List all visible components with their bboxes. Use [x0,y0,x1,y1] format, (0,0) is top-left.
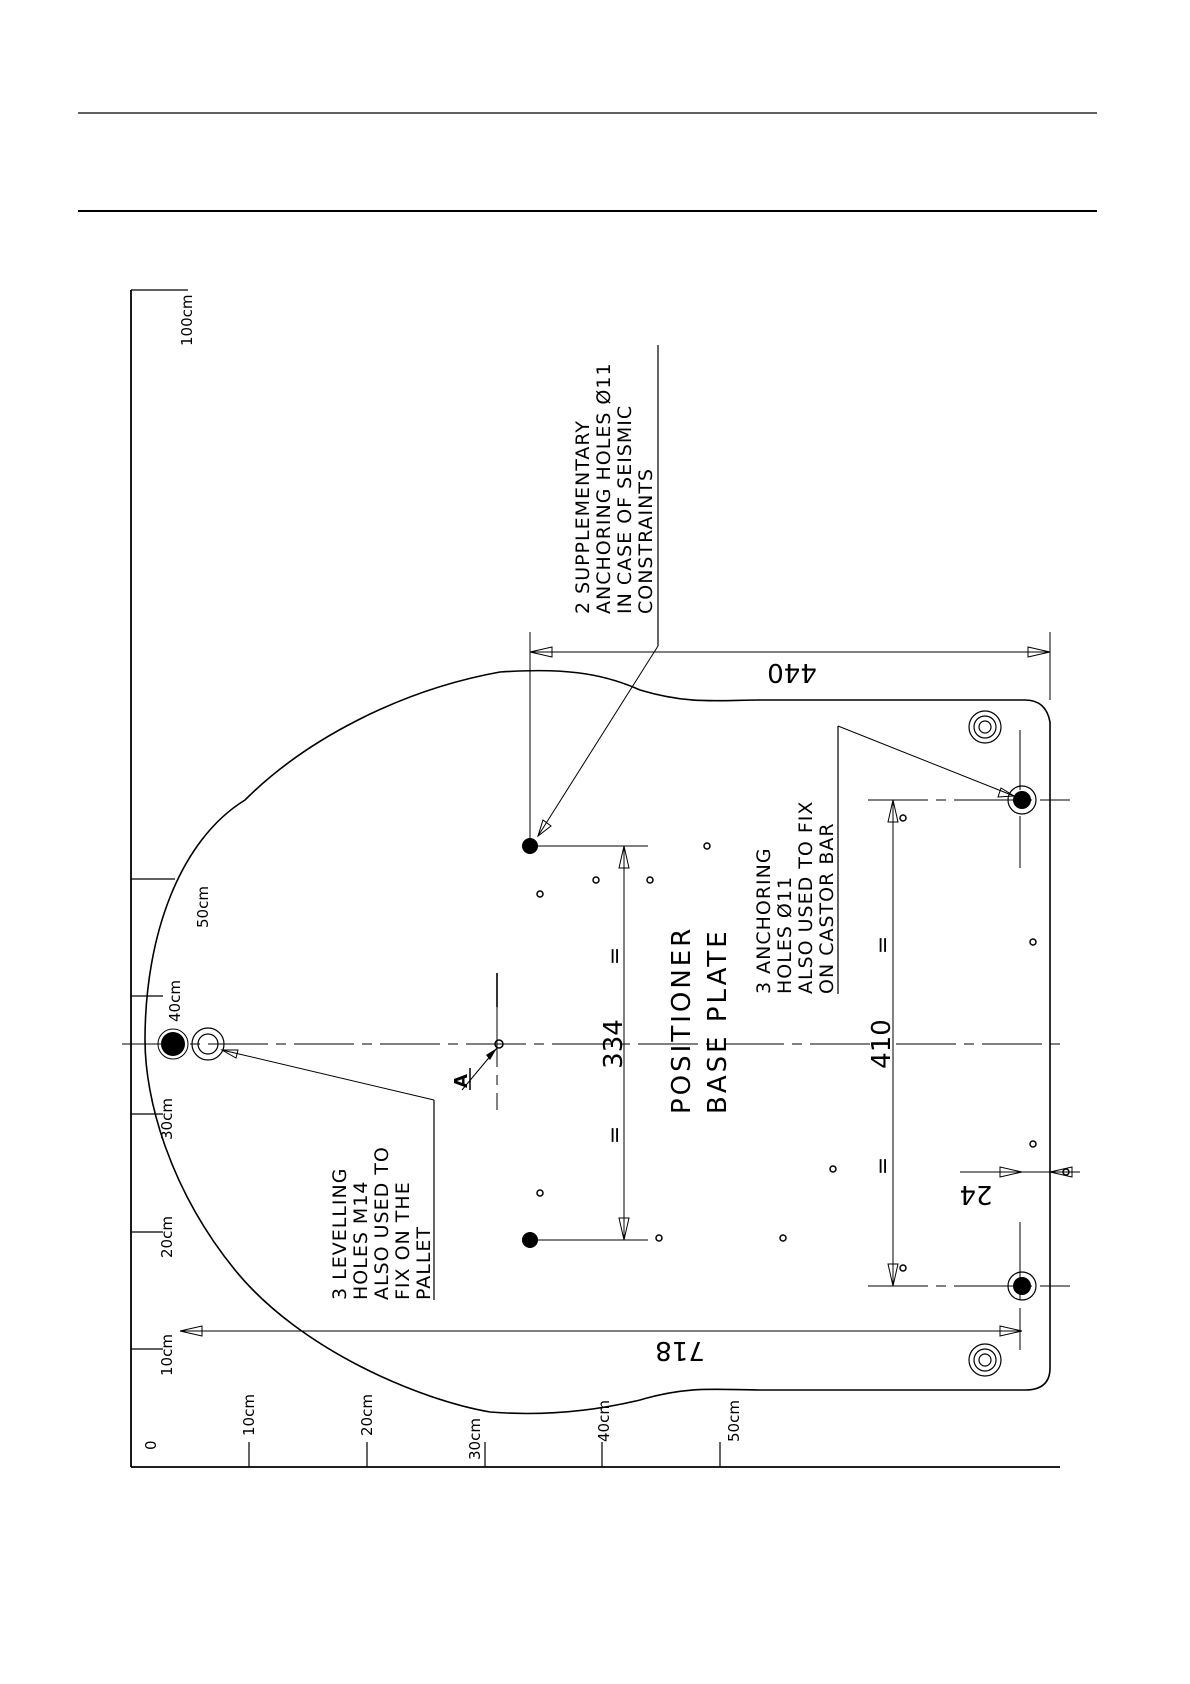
note-supplementary-line-4: CONSTRAINTS [635,468,657,614]
dim-718-label: 718 [655,1335,705,1365]
dim-334-equal-top: = [603,947,628,965]
note-levelling: 3 LEVELLING HOLES M14 ALSO USED TO FIX O… [222,1050,435,1300]
base-plate-outline [145,671,1050,1414]
note-anchoring-line-3: ALSO USED TO FIX [795,801,817,994]
levelling-hole-top [969,711,1001,743]
supplementary-hole-bottom [522,1232,538,1248]
dim-440-label: 440 [767,657,817,687]
title-line-1: POSITIONER [667,926,697,1114]
title-line-2: BASE PLATE [703,928,733,1114]
scale-h-50cm: 50cm [725,1400,743,1442]
levelling-hole-bottom [969,1344,1001,1376]
note-anchoring-line-2: HOLES Ø11 [774,876,796,994]
scale-h-20cm: 20cm [358,1394,376,1436]
note-levelling-line-4: FIX ON THE [392,1181,414,1300]
dim-24 [960,1167,1080,1177]
note-supplementary: 2 SUPPLEMENTARY ANCHORING HOLES Ø11 IN C… [538,345,658,836]
note-levelling-line-1: 3 LEVELLING [329,1168,351,1300]
note-supplementary-line-3: IN CASE OF SEISMIC [614,405,636,614]
scale-h-0: 0 [142,1440,160,1450]
note-anchoring-line-4: ON CASTOR BAR [816,822,838,994]
section-marker-label: A [451,1074,472,1088]
note-anchoring-line-1: 3 ANCHORING [753,847,775,994]
scale-h-30cm: 30cm [466,1418,484,1460]
dim-410-equal-top: = [871,936,896,954]
levelling-hole [158,1029,188,1059]
scale-v-40cm: 40cm [166,980,184,1022]
note-levelling-line-3: ALSO USED TO [371,1146,393,1300]
scale-v-50cm: 50cm [194,886,212,928]
scale-h-10cm: 10cm [240,1394,258,1436]
dim-24-label: 24 [959,1179,992,1209]
dim-410-equal-bottom: = [871,1157,896,1175]
dim-334 [538,846,648,1240]
note-supplementary-line-1: 2 SUPPLEMENTARY [572,420,594,614]
scale-v-10cm: 10cm [158,1334,176,1376]
note-supplementary-line-2: ANCHORING HOLES Ø11 [593,362,615,614]
center-lines [122,730,1070,1350]
note-levelling-line-2: HOLES M14 [350,1180,372,1300]
scale-v-20cm: 20cm [158,1216,176,1258]
dim-334-equal-bottom: = [603,1126,628,1144]
dim-334-label: 334 [599,1019,629,1069]
dim-410-label: 410 [867,1019,897,1069]
scale-v-100cm: 100cm [178,295,196,347]
note-levelling-line-5: PALLET [413,1226,435,1300]
